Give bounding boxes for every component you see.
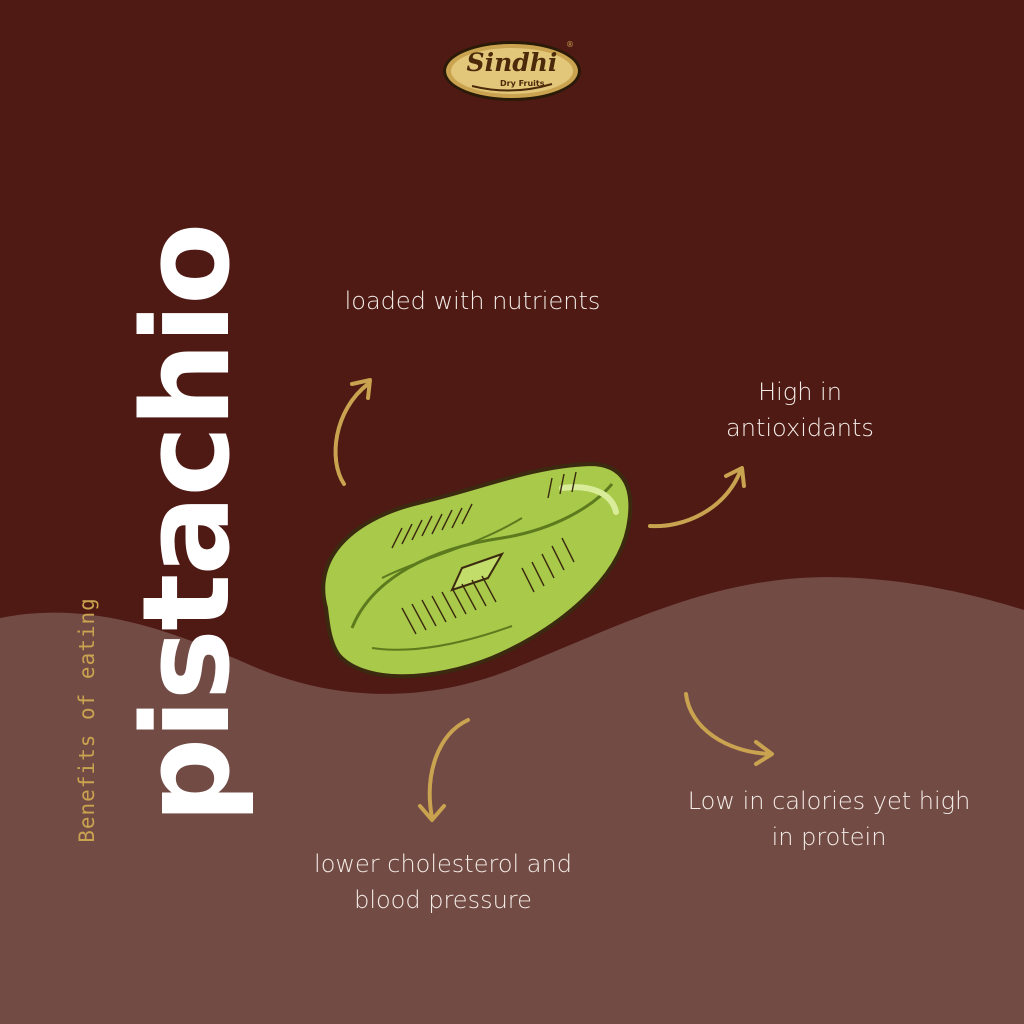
registered-mark: ® <box>566 40 574 49</box>
logo-badge-icon <box>443 41 581 101</box>
title-main: pistachio <box>118 224 257 824</box>
curved-arrow-icon <box>648 466 746 529</box>
curved-arrow-icon <box>418 718 470 822</box>
brand-name: Sindhi <box>466 48 558 77</box>
curved-arrow-icon <box>333 378 372 486</box>
pistachio-nut-illustration-icon <box>321 461 633 679</box>
benefit-protein: Low in calories yet high in protein <box>687 787 971 851</box>
brand-subtitle: Dry Fruits <box>500 79 545 88</box>
benefit-antioxidants: High in antioxidants <box>726 378 874 442</box>
benefit-nutrients: loaded with nutrients <box>344 287 601 315</box>
brand-logo: Sindhi Dry Fruits ® <box>442 40 582 102</box>
curved-arrow-icon <box>684 692 774 766</box>
benefit-cholesterol: lower cholesterol and blood pressure <box>314 850 572 914</box>
title-lead: Benefits of eating <box>75 597 99 843</box>
